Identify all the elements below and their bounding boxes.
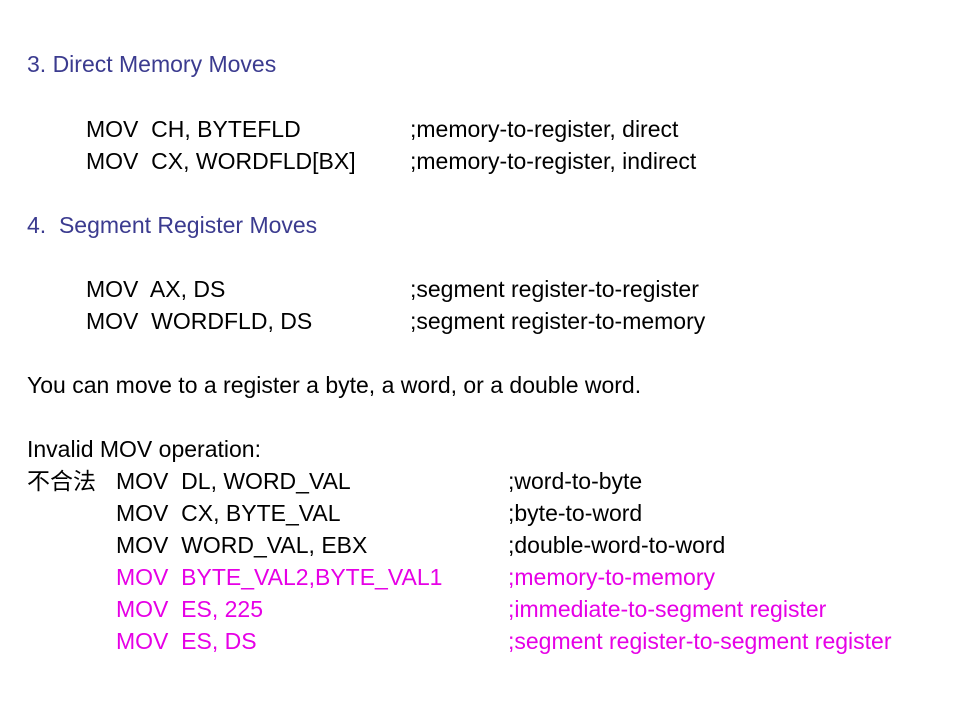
code-line: MOV AX, DS	[86, 276, 226, 302]
code-comment-highlighted: ;segment register-to-segment register	[508, 628, 892, 654]
code-line-highlighted: MOV ES, DS	[116, 628, 257, 654]
invalid-prefix: 不合法	[27, 468, 96, 494]
code-line: MOV CX, BYTE_VAL	[116, 500, 341, 526]
code-line: MOV CX, WORDFLD[BX]	[86, 148, 356, 174]
code-comment: ;memory-to-register, indirect	[410, 148, 697, 174]
code-line: MOV DL, WORD_VAL	[116, 468, 351, 494]
code-comment: ;segment register-to-register	[410, 276, 699, 302]
code-comment: ;segment register-to-memory	[410, 308, 706, 334]
code-comment: ;memory-to-register, direct	[410, 116, 679, 142]
code-line: MOV WORDFLD, DS	[86, 308, 313, 334]
section-4-title: 4. Segment Register Moves	[27, 212, 318, 238]
code-line: MOV WORD_VAL, EBX	[116, 532, 368, 558]
code-comment-highlighted: ;memory-to-memory	[508, 564, 716, 590]
code-line: MOV CH, BYTEFLD	[86, 116, 301, 142]
section-3-title: 3. Direct Memory Moves	[27, 51, 277, 77]
code-line-highlighted: MOV ES, 225	[116, 596, 264, 622]
note-text: You can move to a register a byte, a wor…	[27, 372, 642, 398]
code-comment: ;word-to-byte	[508, 468, 643, 494]
code-comment: ;byte-to-word	[508, 500, 643, 526]
invalid-title: Invalid MOV operation:	[27, 436, 261, 462]
code-comment: ;double-word-to-word	[508, 532, 726, 558]
code-comment-highlighted: ;immediate-to-segment register	[508, 596, 827, 622]
code-line-highlighted: MOV BYTE_VAL2,BYTE_VAL1	[116, 564, 443, 590]
